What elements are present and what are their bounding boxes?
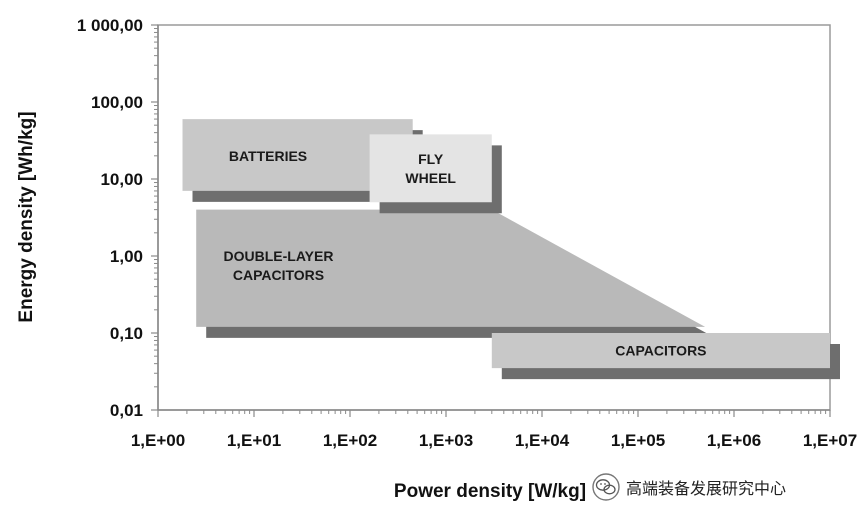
double-layer-capacitors-label-line-2: CAPACITORS	[233, 267, 324, 283]
x-tick-label: 1,E+01	[227, 431, 281, 450]
x-axis-title: Power density [W/kg]	[394, 481, 586, 502]
y-tick-label: 100,00	[91, 93, 143, 112]
capacitors-label: CAPACITORS	[615, 343, 706, 359]
batteries-region	[182, 119, 413, 191]
y-tick-label: 1,00	[110, 247, 143, 266]
y-tick-label: 1 000,00	[77, 16, 143, 35]
x-tick-label: 1,E+05	[611, 431, 665, 450]
x-tick-label: 1,E+07	[803, 431, 857, 450]
double-layer-capacitors-region	[196, 209, 706, 327]
fly-wheel-label-line-1: FLY	[418, 151, 444, 167]
watermark-text: 高端装备发展研究中心	[626, 479, 787, 498]
x-tick-label: 1,E+06	[707, 431, 761, 450]
x-tick-label: 1,E+00	[131, 431, 185, 450]
batteries-label: BATTERIES	[229, 148, 307, 164]
x-tick-label: 1,E+03	[419, 431, 473, 450]
y-tick-label: 0,01	[110, 401, 143, 420]
y-axis-title: Energy density [Wh/kg]	[16, 111, 37, 322]
fly-wheel-region	[369, 134, 492, 203]
y-tick-label: 10,00	[100, 170, 143, 189]
double-layer-capacitors-label-line-1: DOUBLE-LAYER	[224, 248, 334, 264]
x-tick-label: 1,E+04	[515, 431, 570, 450]
regions-layer: BATTERIES DOUBLE-LAYER CAPACITORS FLY WHEEL C…	[182, 119, 840, 380]
watermark: 高端装备发展研究中心	[592, 473, 786, 501]
axes-layer: 1,E+00 1,E+01 1,E+02 1,E+03 1,E+04 1,E+05 1,E+…	[77, 16, 857, 450]
y-tick-label: 0,10	[110, 324, 143, 343]
wechat-icon	[592, 473, 620, 501]
capacitors-region	[491, 333, 830, 369]
x-tick-label: 1,E+02	[323, 431, 377, 450]
fly-wheel-label-line-2: WHEEL	[405, 170, 456, 186]
